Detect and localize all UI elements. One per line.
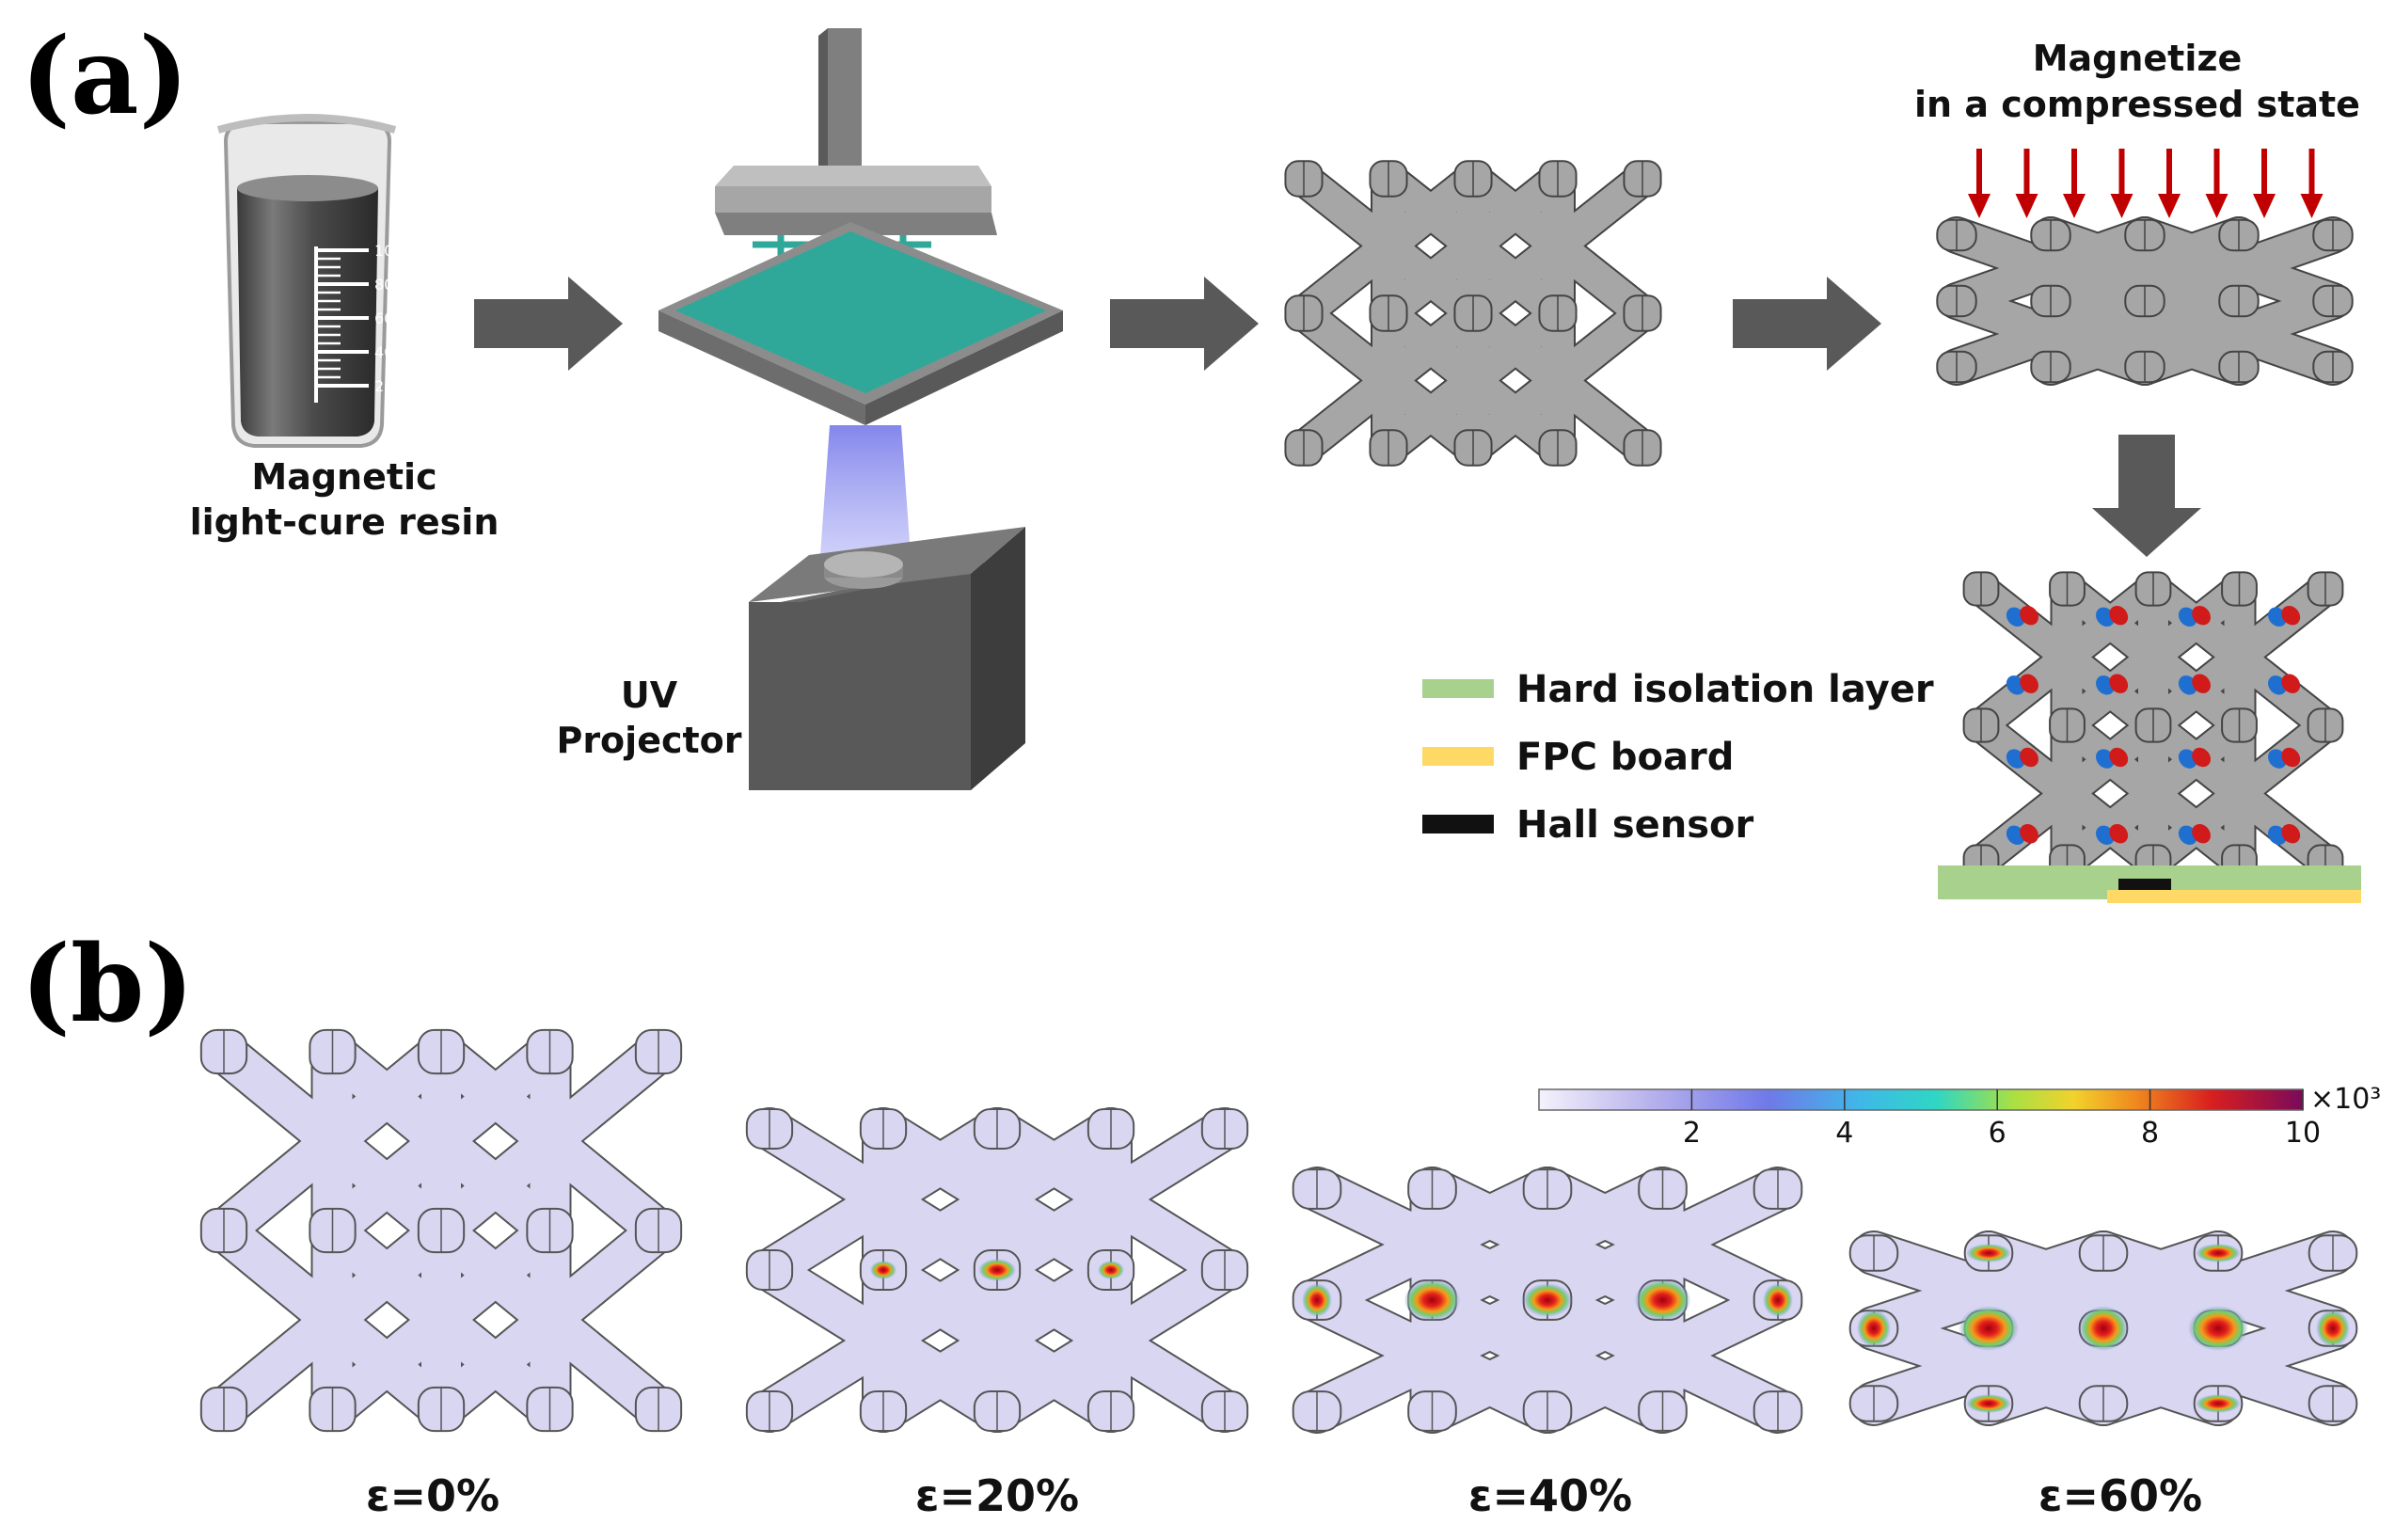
stress-hotspot (1966, 1394, 2011, 1413)
colorbar-ticks: 2 4 6 8 10 (1683, 1089, 2321, 1150)
magnet-pole-n (2192, 823, 2211, 844)
magnet-pole-n (2020, 747, 2038, 768)
legend-swatch-hard-isolation (1422, 679, 1494, 698)
legend-swatch-fpc (1422, 747, 1494, 766)
legend-label-hard-isolation: Hard isolation layer (1516, 668, 1934, 711)
resin-beaker: 100 80 60 40 20 (216, 114, 404, 448)
stress-hotspot (1763, 1283, 1793, 1317)
compressed-lattice (1936, 216, 2354, 386)
simulation-strain-0 (199, 1028, 683, 1433)
colorbar-tick-label: 2 (1683, 1117, 1701, 1150)
field-arrow-head (2158, 194, 2181, 218)
colorbar-gradient (1538, 1088, 2304, 1111)
magnet-pole-n (2192, 747, 2211, 768)
beaker-scale: 100 80 60 40 20 (314, 242, 404, 403)
field-arrow-head (2063, 194, 2086, 218)
colorbar-multiplier: ×10³ (2310, 1083, 2381, 1116)
strain-label-60: ε=60% (2038, 1470, 2202, 1521)
process-arrow-down (2092, 435, 2201, 557)
stress-hotspot (1634, 1279, 1691, 1321)
process-arrow-1 (474, 277, 623, 371)
fpc-board (2107, 890, 2361, 903)
magnetizing-field-arrows (1968, 149, 2324, 218)
magnet-pole-n (2281, 674, 2301, 693)
stress-hotspot (1404, 1279, 1461, 1321)
stress-hotspot (1098, 1261, 1124, 1279)
stress-hotspot (2079, 1306, 2128, 1351)
scale-label: 100 (374, 242, 404, 260)
magnet-pole-n (2020, 605, 2038, 626)
uv-caption-line1: UV (621, 675, 678, 716)
colorbar-tick-label: 10 (2285, 1117, 2321, 1150)
simulation-strain-60 (1848, 1230, 2358, 1426)
field-arrow-head (2205, 194, 2228, 218)
colorbar-tick-label: 4 (1835, 1117, 1853, 1150)
resin-caption-line2: light-cure resin (190, 501, 500, 543)
magnetize-caption-line2: in a compressed state (1914, 84, 2360, 125)
field-arrow-head (1968, 194, 1991, 218)
dlp-printer (658, 28, 1063, 790)
magnet-pole-n (2281, 747, 2301, 768)
magnetized-lattice (1962, 571, 2344, 880)
scale-label: 80 (374, 276, 393, 294)
scale-label: 60 (374, 310, 393, 327)
simulation-strain-20 (745, 1107, 1249, 1433)
stress-hotspot (1966, 1244, 2011, 1262)
strain-label-0: ε=0% (366, 1470, 500, 1521)
stress-hotspot (1959, 1306, 2019, 1351)
strain-label-20: ε=20% (915, 1470, 1079, 1521)
simulation-strain-40 (1292, 1167, 1803, 1434)
printed-lattice (1284, 160, 1662, 467)
magnet-pole-n (2109, 605, 2129, 626)
field-arrow-head (2110, 194, 2133, 218)
stress-hotspot (1523, 1283, 1572, 1317)
legend: Hard isolation layer FPC board Hall sens… (1422, 668, 1934, 847)
uv-caption-line2: Projector (556, 720, 741, 761)
field-arrow-head (2253, 194, 2276, 218)
colorbar-tick-label: 6 (1989, 1117, 2006, 1150)
stress-hotspot (2196, 1244, 2241, 1262)
magnet-pole-n (2109, 823, 2129, 844)
legend-swatch-hall (1422, 815, 1494, 834)
magnet-pole-n (2281, 823, 2301, 844)
stress-hotspot (2316, 1310, 2350, 1347)
colorbar: 2 4 6 8 10 ×10³ (1538, 1083, 2381, 1150)
stress-hotspot (1857, 1310, 1891, 1347)
strain-label-40: ε=40% (1468, 1470, 1632, 1521)
stress-hotspot (2188, 1306, 2248, 1351)
magnet-pole-n (2192, 605, 2211, 626)
colorbar-tick-label: 8 (2141, 1117, 2159, 1150)
magnet-pole-n (2281, 605, 2301, 626)
resin-caption-line1: Magnetic (251, 456, 436, 498)
magnet-pole-n (2109, 674, 2129, 693)
process-arrow-3 (1733, 277, 1881, 371)
stress-hotspot (978, 1259, 1016, 1281)
magnet-pole-n (2020, 823, 2038, 844)
panel-label-a: (a) (21, 15, 189, 138)
magnet-pole-n (2020, 674, 2038, 693)
hall-sensor (2118, 879, 2171, 890)
process-arrow-2 (1110, 277, 1259, 371)
legend-label-hall: Hall sensor (1516, 803, 1754, 847)
scale-label: 40 (374, 343, 393, 361)
panel-label-b: (b) (21, 923, 194, 1046)
scale-label: 20 (374, 377, 393, 395)
magnetize-caption-line1: Magnetize (2033, 38, 2243, 79)
field-arrow-head (2300, 194, 2324, 218)
magnet-pole-n (2192, 674, 2211, 693)
stress-hotspot (870, 1261, 896, 1279)
stress-hotspot (1302, 1283, 1332, 1317)
legend-label-fpc: FPC board (1516, 736, 1734, 779)
field-arrow-head (2015, 194, 2038, 218)
stress-hotspot (2196, 1394, 2241, 1413)
magnet-pole-n (2109, 747, 2129, 768)
